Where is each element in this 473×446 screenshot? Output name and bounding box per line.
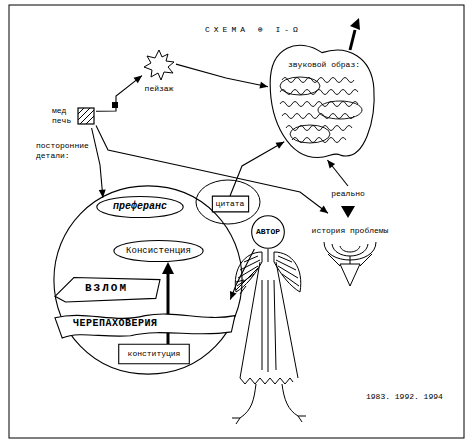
node-text: посторонние детали: bbox=[36, 141, 92, 161]
node-text: преферанс bbox=[113, 201, 167, 213]
connector-line bbox=[230, 142, 284, 196]
wave-band: ЧЕРЕПАХОВЕРИЯ bbox=[55, 310, 235, 338]
problem-figure: история проблемы bbox=[310, 226, 390, 290]
connector-line bbox=[176, 64, 268, 87]
apple-arrow bbox=[350, 30, 355, 50]
author-head: АВТОР bbox=[251, 215, 285, 249]
node-text: ЧЕРЕПАХОВЕРИЯ bbox=[73, 318, 158, 330]
node-text: конституция bbox=[128, 349, 181, 359]
quote-loop bbox=[196, 180, 260, 224]
connector-line bbox=[327, 160, 348, 186]
arrow-head bbox=[276, 142, 285, 149]
node-text: Консистенция bbox=[126, 246, 191, 257]
node-text: цитата bbox=[216, 199, 245, 209]
node-text: история проблемы bbox=[310, 226, 390, 236]
arrow-head bbox=[327, 160, 335, 168]
thick-arrow-head bbox=[162, 262, 174, 274]
sound-scribbles bbox=[280, 77, 362, 143]
node-text: АВТОР bbox=[256, 227, 280, 237]
connector-line bbox=[92, 128, 103, 198]
connector bbox=[327, 160, 348, 186]
node-text: пейзаж bbox=[142, 84, 176, 94]
wedge-band: ВЗЛОМ bbox=[55, 276, 160, 302]
connector bbox=[176, 64, 268, 88]
oval-box: Консистенция bbox=[112, 240, 205, 262]
small-square bbox=[112, 102, 118, 108]
date-label: 1983. 1992. 1994 bbox=[366, 392, 443, 402]
apple-shape-outline bbox=[268, 38, 376, 160]
node-text: реально bbox=[328, 189, 368, 199]
node-text: ВЗЛОМ bbox=[85, 282, 128, 295]
arrow-head bbox=[134, 76, 142, 84]
connector bbox=[92, 128, 106, 198]
arrow-head bbox=[259, 82, 268, 89]
process-box: конституция bbox=[118, 344, 190, 364]
problem-figure-outline bbox=[310, 226, 390, 290]
node-text: звуковой образ: bbox=[288, 60, 360, 70]
author-figure bbox=[232, 249, 306, 424]
apple-shape: звуковой образ: bbox=[268, 38, 376, 160]
leaf-shape: пейзаж bbox=[142, 48, 176, 94]
arrow-head bbox=[230, 291, 237, 300]
oval-box: преферанс bbox=[95, 196, 185, 218]
diagram-title: СХЕМА ⊕ I-Ω bbox=[205, 25, 302, 35]
connector bbox=[96, 76, 142, 112]
frame bbox=[9, 5, 464, 438]
connector bbox=[230, 142, 284, 196]
apple-arrow-head bbox=[350, 18, 360, 30]
oven-box: мед печь bbox=[52, 104, 96, 128]
arrow-head bbox=[320, 206, 328, 214]
node-text: мед печь bbox=[52, 106, 74, 126]
connector-line bbox=[96, 76, 142, 112]
quote-box: цитата bbox=[212, 196, 249, 212]
triangle-marker: реально bbox=[328, 186, 368, 220]
